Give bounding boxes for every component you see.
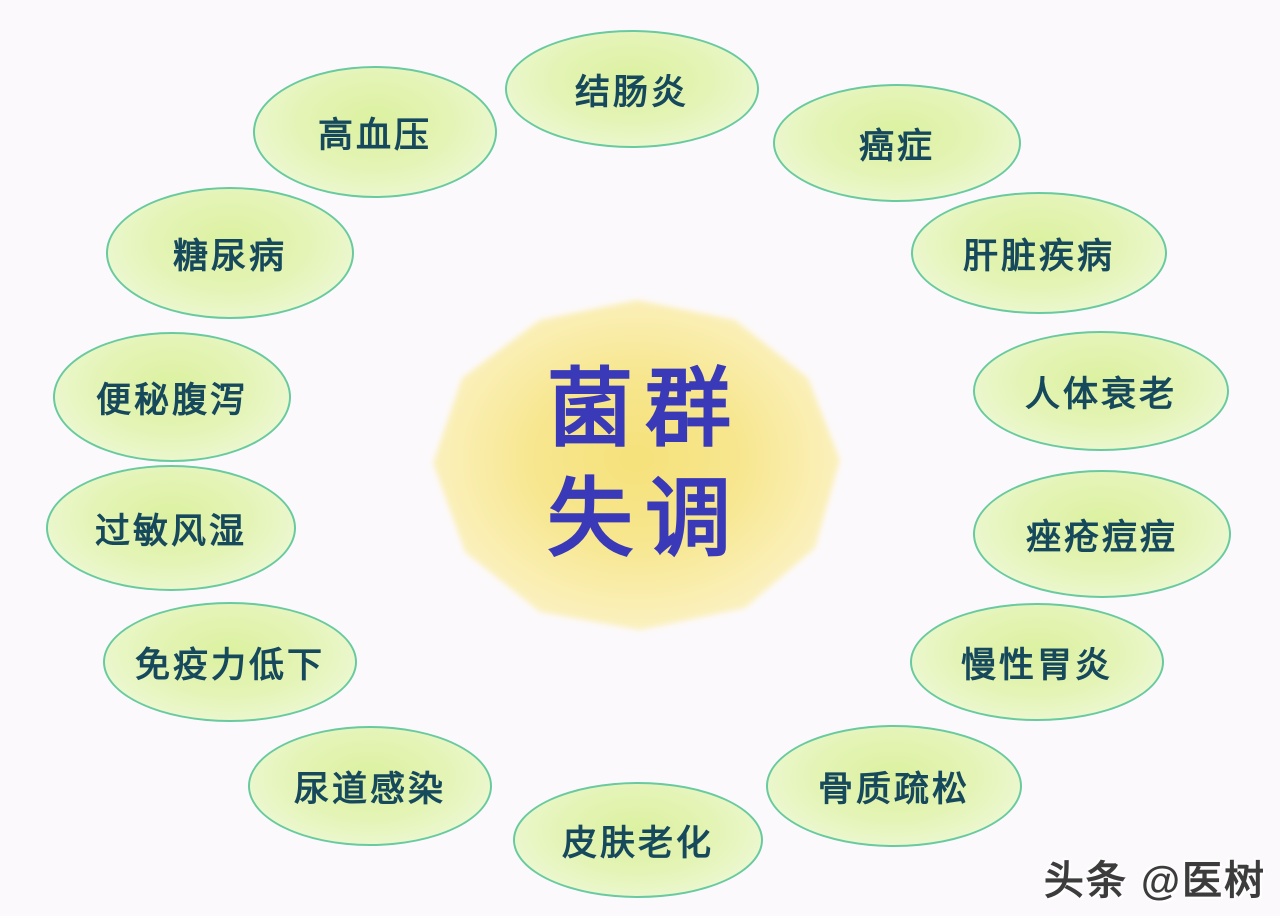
center-topic-line2: 失调 [547,471,743,567]
node-constipation-diarrhea: 便秘腹泻 [53,332,291,462]
node-label: 痤疮痘痘 [1025,517,1178,557]
node-label: 慢性胃炎 [960,645,1113,685]
node-diabetes: 糖尿病 [106,187,354,319]
node-liver-disease: 肝脏疾病 [911,192,1167,314]
node-label: 骨质疏松 [817,769,970,809]
node-low-immunity: 免疫力低下 [103,602,357,722]
center-topic-line1: 菌群 [547,361,743,457]
node-label: 皮肤老化 [561,823,714,863]
node-colitis: 结肠炎 [505,30,759,148]
node-label: 尿道感染 [293,769,446,809]
node-chronic-gastritis: 慢性胃炎 [910,603,1164,721]
node-label: 人体衰老 [1024,374,1177,414]
watermark: 头条 @医树 [1043,859,1266,903]
node-label: 结肠炎 [574,72,689,112]
node-skin-aging: 皮肤老化 [513,782,763,898]
node-osteoporosis: 骨质疏松 [766,725,1022,847]
center-blob [433,300,840,630]
node-label: 高血压 [317,115,432,155]
center-topic: 菌群 失调 [535,354,743,574]
node-urinary-infection: 尿道感染 [248,726,492,846]
node-label: 肝脏疾病 [962,236,1115,276]
node-cancer: 癌症 [773,84,1021,202]
node-body-aging: 人体衰老 [973,331,1229,451]
node-label: 便秘腹泻 [95,380,248,420]
node-allergy-rheumatism: 过敏风湿 [46,465,296,591]
node-label: 过敏风湿 [94,511,247,551]
node-label: 免疫力低下 [134,645,325,685]
node-label: 糖尿病 [172,236,287,276]
node-hypertension: 高血压 [253,66,497,198]
node-acne-pimples: 痤疮痘痘 [973,470,1231,598]
node-label: 癌症 [858,126,935,166]
